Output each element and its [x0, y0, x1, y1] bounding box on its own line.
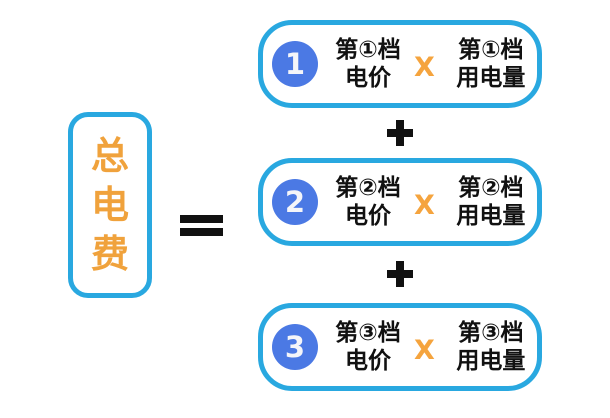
multiply-sign: X — [414, 334, 435, 366]
tier-2-number-badge: 2 — [272, 179, 318, 225]
total-fee-char: 费 — [90, 232, 129, 276]
plus-label: + — [387, 120, 388, 121]
tier-3-usage-line2: 用电量 — [456, 348, 526, 374]
tier-1-price-line2: 电价 — [345, 65, 391, 91]
tier-3-pill: 3 第③档 电价 X 第③档 用电量 — [258, 303, 542, 391]
plus-icon: + — [387, 120, 413, 146]
tier-1-price-line1: 第①档 — [335, 37, 401, 63]
tier-2-price-label: 第②档 电价 — [330, 174, 406, 230]
plus-label: + — [387, 261, 388, 262]
tier-3-number-badge: 3 — [272, 324, 318, 370]
plus-bar — [396, 261, 404, 287]
plus-bar — [396, 120, 404, 146]
total-fee-char: 总 — [90, 134, 129, 178]
plus-icon: + — [387, 261, 413, 287]
total-fee-box: 总 电 费 — [68, 112, 152, 298]
tier-3-price-label: 第③档 电价 — [330, 319, 406, 375]
tier-1-number-badge: 1 — [272, 41, 318, 87]
tier-2-price-line1: 第②档 — [335, 175, 401, 201]
tier-3-usage-line1: 第③档 — [458, 320, 524, 346]
equals-bar — [180, 228, 223, 236]
tier-1-price-label: 第①档 电价 — [330, 36, 406, 92]
tier-3-usage-label: 第③档 用电量 — [445, 319, 537, 375]
tier-1-usage-line2: 用电量 — [456, 65, 526, 91]
tier-3-price-line1: 第③档 — [335, 320, 401, 346]
total-fee-char: 电 — [90, 183, 129, 227]
multiply-sign: X — [414, 51, 435, 83]
equals-icon: = — [180, 215, 223, 236]
tier-2-price-line2: 电价 — [345, 203, 391, 229]
tier-1-usage-label: 第①档 用电量 — [445, 36, 537, 92]
tier-3-price-line2: 电价 — [345, 348, 391, 374]
tier-2-usage-line1: 第②档 — [458, 175, 524, 201]
equals-bar — [180, 215, 223, 223]
tier-1-usage-line1: 第①档 — [458, 37, 524, 63]
multiply-sign: X — [414, 189, 435, 221]
tier-2-usage-line2: 用电量 — [456, 203, 526, 229]
tier-1-pill: 1 第①档 电价 X 第①档 用电量 — [258, 20, 542, 108]
tier-2-usage-label: 第②档 用电量 — [445, 174, 537, 230]
tier-2-pill: 2 第②档 电价 X 第②档 用电量 — [258, 158, 542, 246]
